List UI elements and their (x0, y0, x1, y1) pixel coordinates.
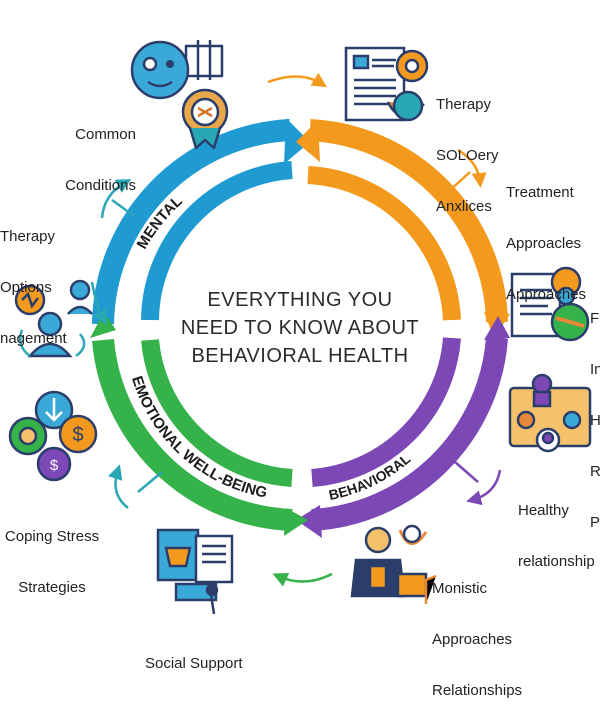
label-therapy-left-line-2: Options (0, 279, 52, 296)
label-right-cut: F In H R P (590, 276, 600, 548)
center-title-line-3: BEHAVIORAL HEALTH (191, 345, 409, 367)
label-therapy-left-line-3: nagement (0, 330, 67, 347)
ring-segment-green-inner (141, 339, 293, 487)
people-network-icon (14, 279, 93, 358)
center-title-line-1: EVERYTHING YOU (207, 289, 393, 311)
arrow-right-to-healthy (454, 461, 479, 483)
ring-segment-green-outer (92, 339, 293, 531)
label-monistic-line-1: Monistic (432, 580, 488, 597)
ring-segment-purple-inner (311, 337, 461, 487)
label-right-cut-line-5: P (590, 514, 600, 531)
ring-arrowhead-purple-top (484, 316, 510, 340)
arrow-therapy-to-treatment (457, 148, 487, 188)
label-coping-line-2: Strategies (18, 579, 86, 596)
label-common-conditions: Common Conditions (65, 92, 136, 211)
label-social-support: Social Support (145, 621, 243, 689)
document-gear-icon (344, 46, 429, 122)
behavioral-health-diagram: MENTAL EMOTIONAL WELL-BEING BEHAVIORAL (8, 40, 592, 615)
label-right-cut-line-3: H (590, 412, 600, 429)
arrow-coping-link (137, 471, 163, 493)
label-therapy-top: Therapy SOLOery Anxlices (436, 62, 499, 232)
svg-text:$: $ (50, 457, 59, 474)
coins-arrow-icon: $ $ (8, 390, 98, 482)
ring-arrowhead-purple (296, 505, 322, 538)
arrow-common-to-therapy (267, 72, 328, 88)
svg-text:$: $ (72, 424, 83, 446)
label-monistic-line-3: Relationships (432, 682, 523, 699)
label-coping-line-1: Coping Stress (4, 528, 100, 545)
center-title-line-2: NEED TO KNOW ABOUT (180, 317, 420, 339)
label-right-cut-line-2: In (590, 361, 600, 378)
document-person-icon (510, 266, 590, 342)
arrow-left-down (90, 281, 107, 326)
label-coping-stress: Coping Stress Strategies (0, 494, 104, 613)
connector-arrows (90, 72, 502, 587)
label-treatment-line-1: Treatment (506, 184, 574, 201)
label-healthy-line-2: relationship (518, 553, 595, 570)
social-document-icon (156, 528, 234, 615)
ring-arrowhead-green-bottom (284, 508, 308, 536)
ring-arrowhead-orange (296, 120, 320, 162)
cycle-ring (90, 118, 510, 538)
arrow-monistic-to-social (272, 572, 333, 587)
professional-person-icon (350, 524, 437, 604)
label-therapy-top-line-3: Anxlices (436, 198, 492, 215)
center-title: EVERYTHING YOU NEED TO KNOW ABOUT BEHAVI… (160, 286, 440, 370)
ring-segment-blue-inner (141, 161, 293, 321)
label-treatment: Treatment Approacles Approaches (506, 150, 586, 320)
label-common-line-1: Common (75, 126, 136, 143)
arrow-treatment-to-ring (447, 171, 471, 193)
label-therapy-options: Therapy Options nagement (0, 194, 67, 364)
ring-segment-purple-outer (311, 337, 508, 531)
label-treatment-line-2: Approacles (506, 235, 582, 252)
ring-segment-orange-inner (307, 166, 461, 321)
ring-segment-orange-outer (309, 119, 508, 323)
label-right-cut-line-1: F (590, 310, 600, 327)
ring-segment-blue-outer (92, 119, 291, 325)
label-social-line-1: Social Support (145, 655, 243, 672)
brain-face-medal-icon (130, 40, 229, 150)
label-common-line-2: Conditions (65, 177, 136, 194)
label-healthy-relationship: Healthy relationship (518, 468, 595, 587)
label-treatment-line-3: Approaches (506, 286, 587, 303)
label-monistic: Monistic Approaches Relationships (432, 546, 522, 716)
label-therapy-left-line-1: Therapy (0, 228, 56, 245)
arrow-therapyleft-link (111, 198, 135, 218)
label-healthy-line-1: Healthy (518, 502, 569, 519)
arrow-social-to-coping (108, 464, 129, 509)
label-monistic-line-2: Approaches (432, 631, 513, 648)
label-right-cut-line-4: R (590, 463, 600, 480)
label-therapy-top-line-1: Therapy (436, 96, 492, 113)
arrow-healthy-to-monistic (466, 469, 502, 506)
label-therapy-top-line-2: SOLOery (436, 147, 499, 164)
people-group-icon (508, 373, 592, 453)
arrow-left-to-therapyleft (100, 179, 132, 219)
